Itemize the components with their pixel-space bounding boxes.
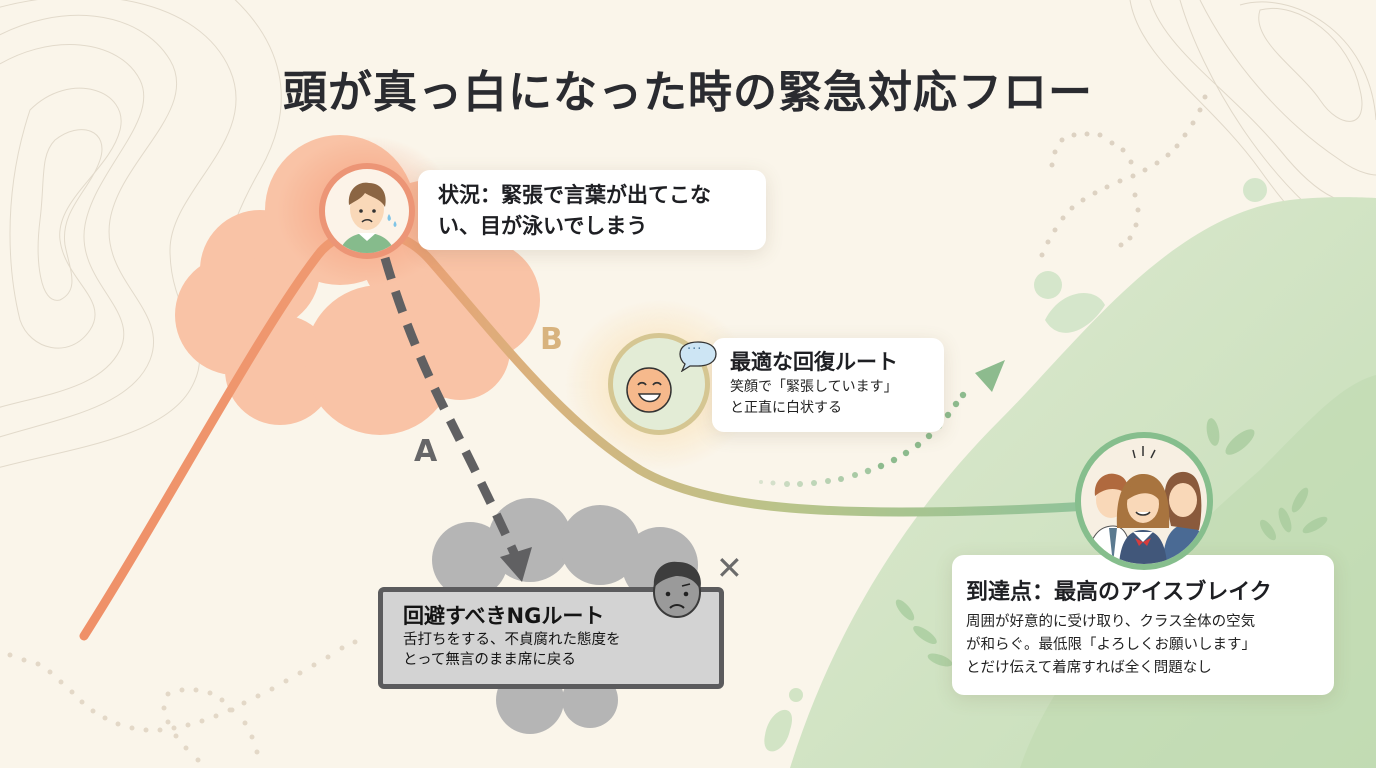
ng-route-heading: 回避すべきNGルート: [403, 604, 605, 628]
dotted-decoration-top-right: [1039, 94, 1208, 258]
ng-cross-icon: ✕: [716, 549, 743, 587]
speech-bubble-text: ···: [687, 342, 703, 357]
best-route-card: 最適な回復ルート 笑顔で「緊張しています」 と正直に白状する: [712, 338, 944, 432]
best-route-line1: 笑顔で「緊張しています」: [730, 379, 898, 395]
frowning-student-icon: [646, 556, 708, 620]
route-a-label: A: [414, 434, 438, 469]
route-a-dashed-arrow: [380, 256, 532, 582]
situation-text: 状況：緊張で言葉が出てこない、目が泳いでしまう: [438, 183, 711, 238]
ng-route-line2: とって無言のまま席に戻る: [403, 652, 576, 668]
ng-route-line1: 舌打ちをする、不貞腐れた態度を: [403, 632, 621, 648]
best-route-line2: と正直に白状する: [730, 400, 842, 416]
happy-classmates-icon: [1075, 432, 1213, 570]
best-route-heading: 最適な回復ルート: [730, 350, 898, 374]
route-b-curve: [79, 226, 1095, 641]
contour-lines-left: [0, 0, 282, 468]
goal-heading: 到達点：最高のアイスブレイク: [966, 580, 1272, 605]
route-b-label: B: [540, 322, 563, 357]
dotted-decoration-bottom-left: [7, 639, 358, 763]
goal-line2: が和らぐ。最低限「よろしくお願いします」: [966, 637, 1256, 653]
goal-line1: 周囲が好意的に受け取り、クラス全体の空気: [966, 614, 1256, 630]
leaf-decoration: [895, 418, 1328, 667]
page-title: 頭が真っ白になった時の緊急対応フロー: [283, 67, 1093, 118]
goal-line3: とだけ伝えて着席すれば全く問題なし: [966, 660, 1212, 676]
goal-card: 到達点：最高のアイスブレイク 周囲が好意的に受け取り、クラス全体の空気 が和らぐ…: [952, 555, 1334, 695]
situation-card: 状況：緊張で言葉が出てこない、目が泳いでしまう: [418, 170, 766, 250]
ng-route-card: 回避すべきNGルート 舌打ちをする、不貞腐れた態度を とって無言のまま席に戻る: [378, 587, 724, 689]
speech-bubble-ellipsis-icon: ···: [676, 340, 718, 373]
nervous-student-icon: [319, 163, 415, 259]
